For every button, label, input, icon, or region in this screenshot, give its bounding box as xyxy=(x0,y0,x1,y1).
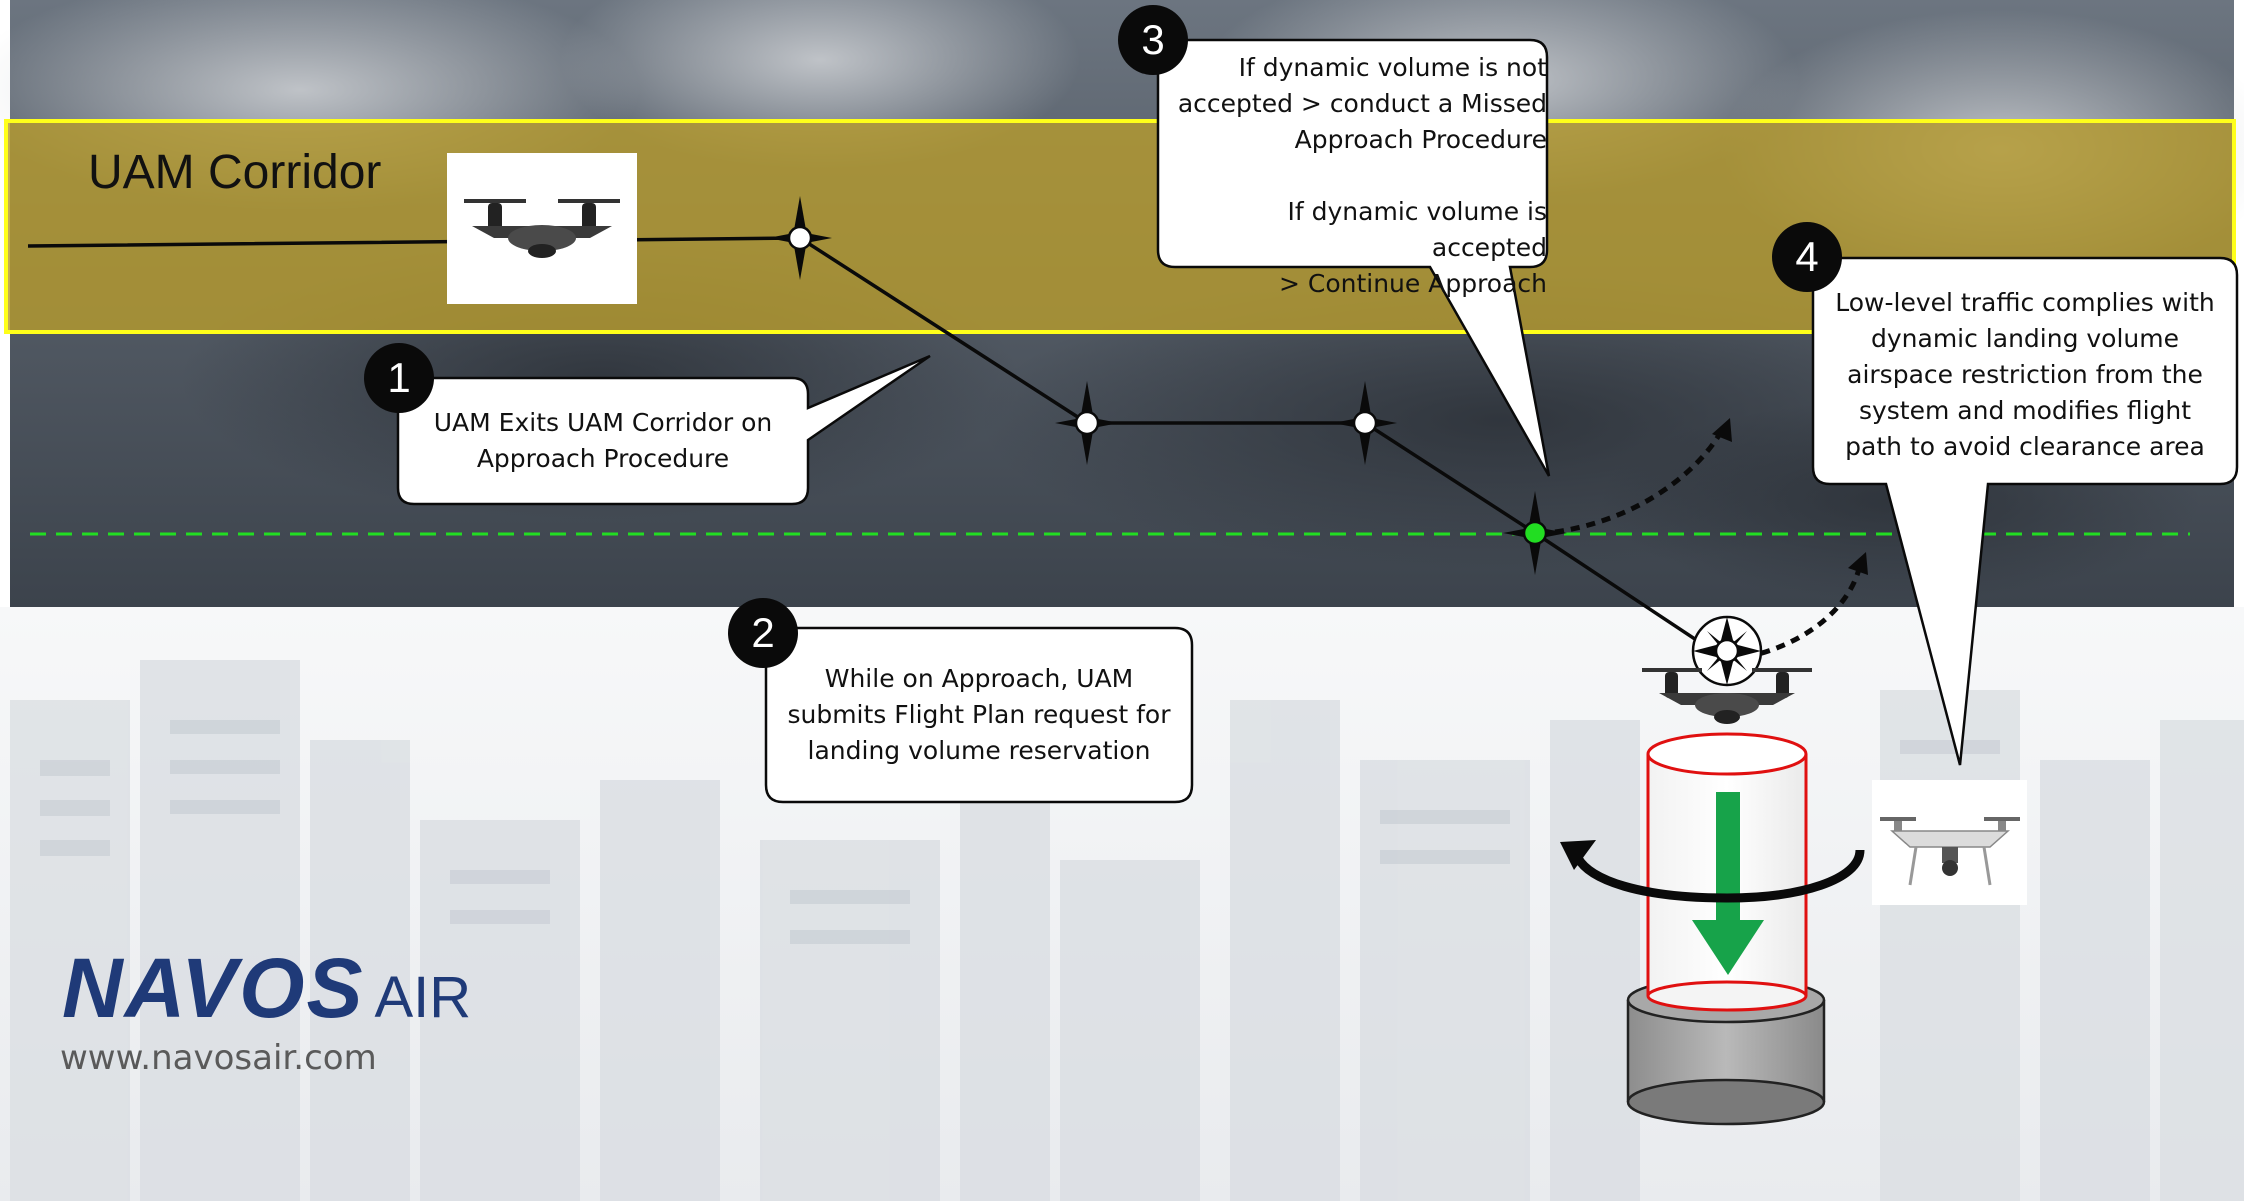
step-4-text: Low-level traffic complies with dynamic … xyxy=(1835,288,2215,461)
waypoint-intermediate-1 xyxy=(1055,381,1119,465)
waypoint-decision-point xyxy=(1503,491,1567,575)
step-3-text: If dynamic volume is not accepted > cond… xyxy=(1177,53,1547,298)
corridor-label: UAM Corridor xyxy=(88,146,382,199)
waypoint-vertiport-compass xyxy=(1691,615,1763,687)
approach-flight-path xyxy=(27,236,1723,659)
step-4-badge: 4 xyxy=(1772,222,1842,292)
missed-approach-path xyxy=(1554,428,1725,535)
uam-landing-aircraft-icon xyxy=(1642,668,1812,724)
website-url: www.navosair.com xyxy=(60,1038,377,1078)
low-level-drone-icon xyxy=(1872,780,2027,905)
step-1-text: UAM Exits UAM Corridor on Approach Proce… xyxy=(433,408,773,473)
avoidance-rotation-arrow xyxy=(1560,840,1865,903)
logo-brand-text: NAVOS xyxy=(62,941,365,1035)
departure-arrowhead xyxy=(1848,552,1868,575)
step-2-badge: 2 xyxy=(728,598,798,668)
step-3-badge: 3 xyxy=(1118,5,1188,75)
logo-suffix-text: AIR xyxy=(374,965,472,1030)
waypoint-corridor-exit xyxy=(768,196,832,280)
missed-approach-arrowhead xyxy=(1712,418,1732,442)
uam-aircraft-icon xyxy=(447,153,637,304)
step-1-badge: 1 xyxy=(364,343,434,413)
step-2-text: While on Approach, UAM submits Flight Pl… xyxy=(787,664,1171,765)
waypoint-intermediate-2 xyxy=(1333,381,1397,465)
